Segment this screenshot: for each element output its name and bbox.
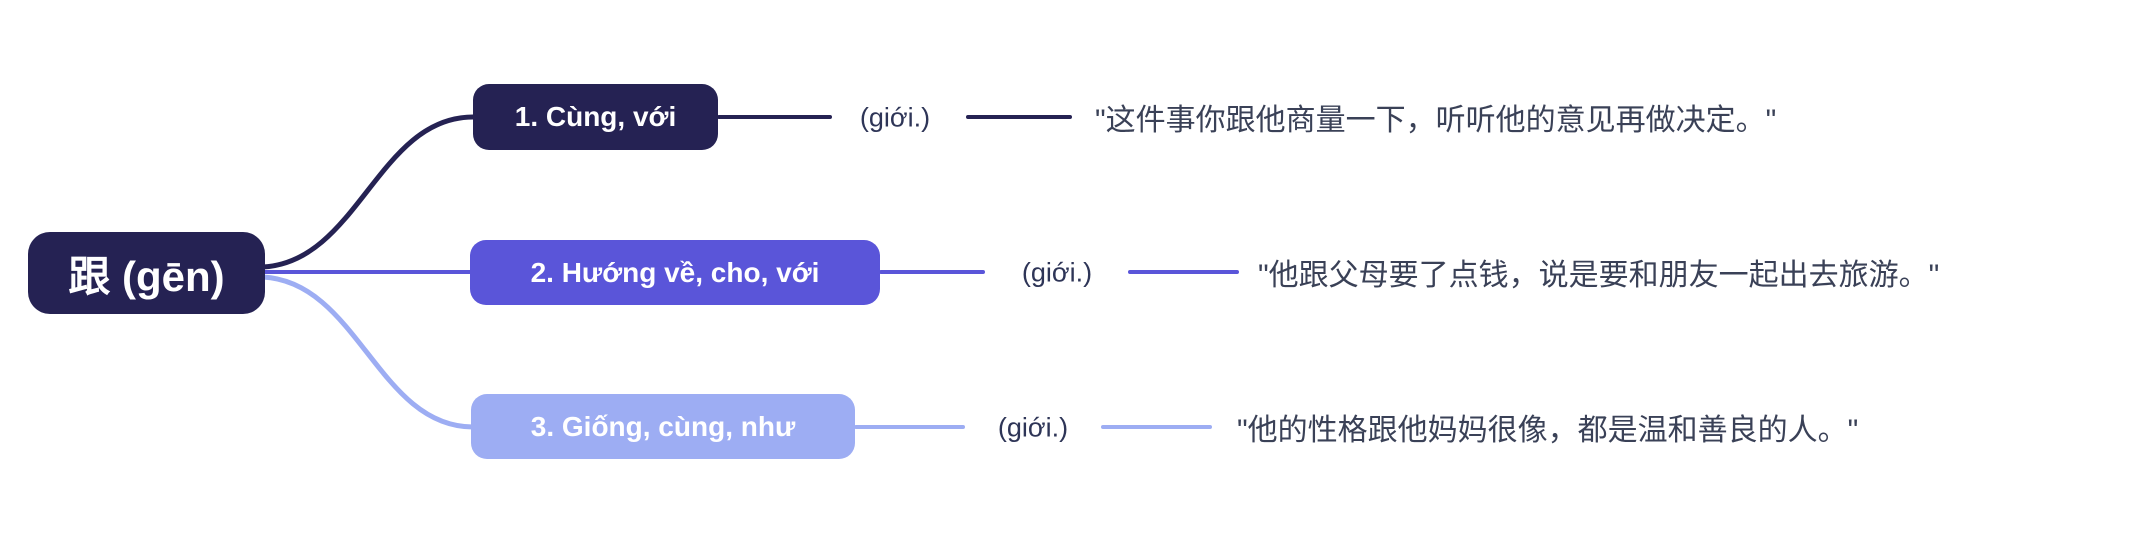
pos-label-3[interactable]: (giới.) [997,412,1069,443]
example-text-1[interactable]: "这件事你跟他商量一下，听听他的意见再做决定。" [1095,104,1777,137]
branch-node-3[interactable]: 3. Giống, cùng, như [471,394,855,459]
branch-node-1[interactable]: 1. Cùng, với [473,84,718,150]
root-node[interactable]: 跟 (gēn) [28,232,265,314]
connector-root-to-branch1 [260,114,476,270]
pos-label-2[interactable]: (giới.) [1021,257,1093,288]
example-text-2[interactable]: "他跟父母要了点钱，说是要和朋友一起出去旅游。" [1258,259,1940,292]
connector-root-to-branch3 [260,274,476,430]
pos-label-1[interactable]: (giới.) [859,102,931,133]
example-text-3[interactable]: "他的性格跟他妈妈很像，都是温和善良的人。" [1237,414,1859,447]
branch-node-2[interactable]: 2. Hướng về, cho, với [470,240,880,305]
branch-node-1-label: 1. Cùng, với [514,101,677,132]
branch-node-2-label: 2. Hướng về, cho, với [530,256,820,288]
branch-node-3-label: 3. Giống, cùng, như [530,410,796,442]
root-node-label: 跟 (gēn) [68,252,225,300]
